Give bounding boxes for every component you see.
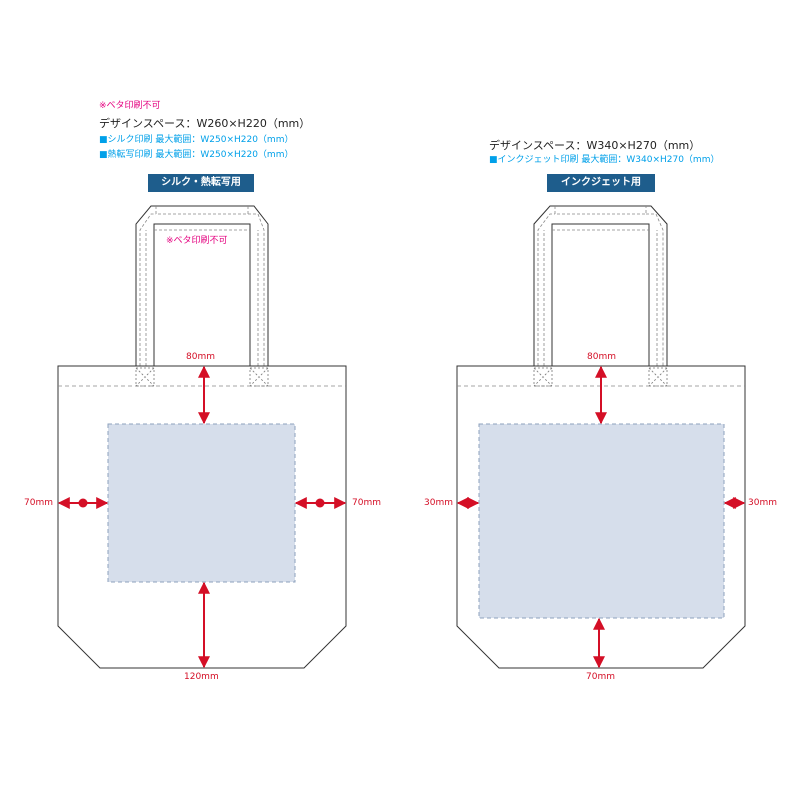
right-spec-line-inkjet: ■インクジェット印刷 最大範囲：W340×H270（mm） xyxy=(489,155,720,165)
right-handle-outer xyxy=(533,205,668,366)
right-print-area xyxy=(478,423,725,619)
left-dim-bottom-label: 120mm xyxy=(184,672,219,682)
right-design-space: デザインスペース：W340×H270（mm） xyxy=(489,139,701,152)
left-method-label: シルク・熱転写用 xyxy=(148,174,254,192)
left-dim-top-label: 80mm xyxy=(186,352,215,362)
left-handle-attachment-left xyxy=(135,367,155,387)
right-dim-top-label: 80mm xyxy=(587,352,616,362)
left-spec-line-silk: ■シルク印刷 最大範囲：W250×H220（mm） xyxy=(99,135,294,145)
left-design-space: デザインスペース：W260×H220（mm） xyxy=(99,117,311,130)
left-dim-right-dot xyxy=(315,498,325,508)
right-handle-attachment-left xyxy=(533,367,553,387)
right-dim-left-dot xyxy=(463,498,473,508)
left-dim-left-label: 70mm xyxy=(24,498,53,508)
left-warning: ※ベタ印刷不可 xyxy=(99,101,161,111)
right-dim-right-dot xyxy=(729,498,739,508)
right-dim-left-label: 30mm xyxy=(424,498,453,508)
left-handle-outer xyxy=(135,205,269,366)
right-handle-attachment-right xyxy=(648,367,668,387)
left-print-area xyxy=(107,423,296,583)
left-spec-line-heat-transfer: ■熱転写印刷 最大範囲：W250×H220（mm） xyxy=(99,150,294,160)
left-dim-left-dot xyxy=(78,498,88,508)
left-tote-bag xyxy=(57,205,347,669)
right-dim-bottom-label: 70mm xyxy=(586,672,615,682)
left-handle-attachment-right xyxy=(249,367,269,387)
right-tote-bag xyxy=(456,205,746,669)
left-handle-inner xyxy=(153,223,251,366)
left-handle-note: ※ベタ印刷不可 xyxy=(166,236,228,246)
left-handle-stitch xyxy=(139,206,265,366)
right-dim-right-label: 30mm xyxy=(748,498,777,508)
left-dim-right-label: 70mm xyxy=(352,498,381,508)
right-method-label: インクジェット用 xyxy=(547,174,655,192)
right-handle-stitch xyxy=(537,206,664,366)
right-handle-inner xyxy=(551,223,650,366)
